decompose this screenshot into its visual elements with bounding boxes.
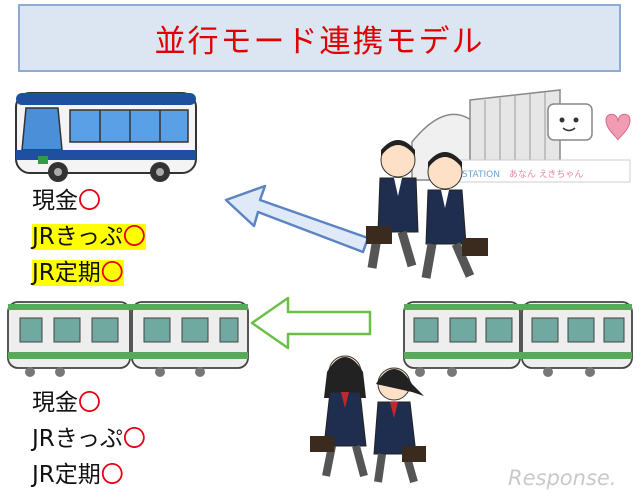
train-left-icon: [7, 301, 249, 377]
students-walking-icon: [366, 140, 488, 279]
station-sign: STATION あなん えきちゃん: [462, 167, 583, 180]
bus-fare-pass: JR定期〇: [32, 255, 146, 291]
bus-fare-cash: 現金〇: [32, 188, 101, 214]
train-right-icon: [403, 301, 633, 377]
bus-fare-list: 現金〇 JRきっぷ〇 JR定期〇: [32, 183, 146, 291]
bus-direction-arrow: [224, 184, 370, 254]
train-fare-list: 現金〇 JRきっぷ〇 JR定期〇: [32, 385, 146, 493]
station-sign-jp: あなん えきちゃん: [508, 170, 584, 180]
title-box: 並行モード連携モデル: [18, 4, 621, 72]
bus-icon: [15, 92, 197, 182]
highlight-pass: JR定期〇: [32, 260, 124, 286]
students-walking-icon-2: [310, 355, 426, 484]
station-sign-en: STATION: [462, 170, 500, 180]
bus-fare-ticket: JRきっぷ〇: [32, 219, 146, 255]
watermark-logo: Response.: [508, 466, 617, 490]
train-fare-ticket: JRきっぷ〇: [32, 426, 146, 452]
highlight-ticket: JRきっぷ〇: [32, 224, 146, 250]
train-fare-pass: JR定期〇: [32, 462, 124, 488]
train-direction-arrow: [250, 296, 372, 350]
train-fare-cash: 現金〇: [32, 390, 101, 416]
page-title: 並行モード連携モデル: [154, 23, 485, 60]
